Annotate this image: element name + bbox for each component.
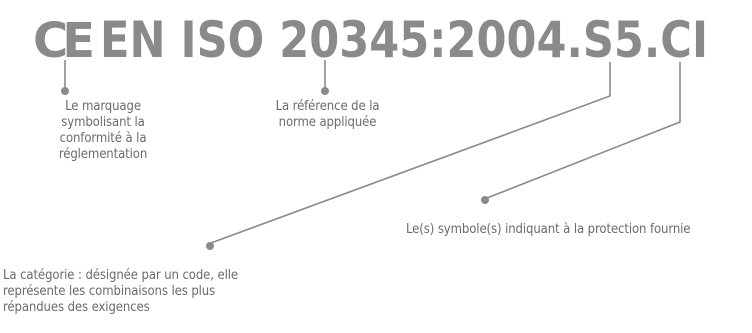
ce-mark: CE xyxy=(33,13,92,69)
norm-reference: EN ISO 20345:2004.S5.CI xyxy=(100,11,708,69)
callout-line-category xyxy=(210,62,611,244)
category-label: La catégorie : désignée par un code, ell… xyxy=(3,268,238,315)
callout-dot-norm xyxy=(321,87,329,95)
callout-dot-protection xyxy=(481,196,489,204)
norm-reference-label: La référence de la norme appliquée xyxy=(275,99,380,130)
callout-dot-category xyxy=(206,242,214,250)
callout-line-protection xyxy=(486,62,681,199)
callout-dot-ce xyxy=(61,87,69,95)
marking-heading: CE EN ISO 20345:2004.S5.CI xyxy=(33,11,708,69)
ce-mark-label: Le marquage symbolisant la conformité à … xyxy=(58,99,148,162)
protection-symbols-label: Le(s) symbole(s) indiquant à la protecti… xyxy=(406,222,691,237)
